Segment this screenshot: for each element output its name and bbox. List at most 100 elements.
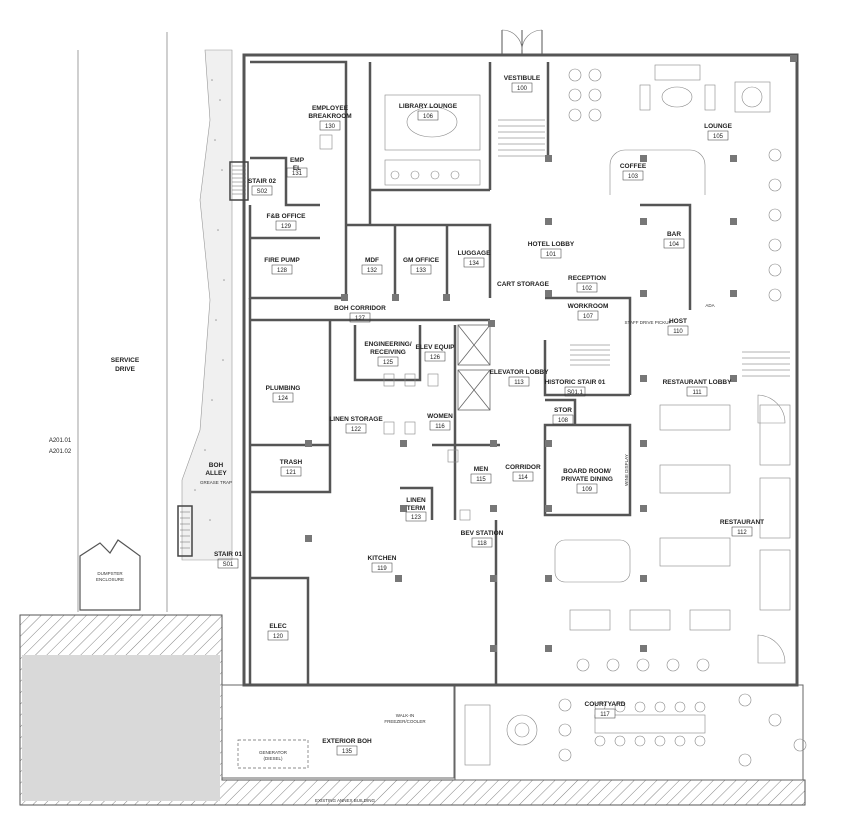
svg-text:105: 105 bbox=[713, 134, 724, 140]
grease-trap-label: GREASE TRAP bbox=[200, 480, 232, 485]
elevator-shafts bbox=[457, 324, 491, 411]
exterior-boh-area bbox=[221, 684, 455, 779]
boh-alley-label-2: ALLEY bbox=[205, 470, 227, 477]
lounge-furniture bbox=[568, 64, 782, 302]
restroom-fixtures bbox=[319, 134, 471, 521]
interior-walls bbox=[248, 60, 692, 685]
room-bar: BAR bbox=[667, 231, 681, 238]
svg-text:129: 129 bbox=[281, 224, 292, 230]
boh-alley-label-1: BOH bbox=[209, 462, 224, 469]
svg-text:126: 126 bbox=[430, 355, 441, 361]
room-labels: VESTIBULE 100 LIBRARY LOUNGE 106 LOUNGE … bbox=[214, 75, 764, 756]
room-workroom: WORKROOM bbox=[568, 303, 609, 310]
svg-text:115: 115 bbox=[476, 477, 486, 483]
historic-stair bbox=[570, 344, 610, 366]
restaurant-lobby-stair bbox=[742, 351, 790, 377]
room-fboffice: F&B OFFICE bbox=[267, 213, 307, 220]
svg-text:113: 113 bbox=[514, 380, 524, 386]
svg-text:114: 114 bbox=[518, 475, 528, 481]
svg-text:ENCLOSURE: ENCLOSURE bbox=[96, 577, 124, 582]
room-linen-term: LINEN bbox=[406, 497, 426, 504]
svg-text:100: 100 bbox=[517, 86, 528, 92]
restaurant-furniture bbox=[554, 394, 791, 672]
courtyard-area bbox=[454, 684, 804, 781]
room-emp-el: EMP bbox=[290, 157, 305, 164]
stair-01 bbox=[177, 505, 193, 557]
svg-text:112: 112 bbox=[737, 530, 747, 536]
vestibule-stair bbox=[498, 119, 545, 157]
room-bev-station: BEV STATION bbox=[461, 530, 504, 537]
columns bbox=[305, 55, 797, 652]
svg-text:S02: S02 bbox=[257, 189, 268, 195]
svg-text:106: 106 bbox=[423, 114, 434, 120]
svg-text:108: 108 bbox=[558, 418, 569, 424]
svg-text:130: 130 bbox=[325, 124, 336, 130]
svg-text:EL: EL bbox=[293, 165, 301, 172]
svg-text:131: 131 bbox=[292, 171, 303, 177]
room-coffee: COFFEE bbox=[620, 163, 647, 170]
room-boh-corridor: BOH CORRIDOR bbox=[334, 305, 386, 312]
svg-text:DUMPSTER: DUMPSTER bbox=[97, 571, 123, 576]
svg-text:119: 119 bbox=[377, 566, 387, 572]
room-kitchen: KITCHEN bbox=[368, 555, 397, 562]
wine-display-label: WINE DISPLAY bbox=[624, 454, 629, 486]
room-hotel-lobby: HOTEL LOBBY bbox=[528, 241, 575, 248]
svg-text:121: 121 bbox=[286, 470, 297, 476]
svg-text:120: 120 bbox=[273, 634, 284, 640]
room-boardroom: BOARD ROOM/ bbox=[563, 468, 611, 475]
svg-text:134: 134 bbox=[469, 261, 480, 267]
room-linen-storage: LINEN STORAGE bbox=[329, 416, 383, 423]
room-mdf: MDF bbox=[365, 257, 379, 264]
svg-text:GENERATOR: GENERATOR bbox=[259, 750, 288, 755]
room-men: MEN bbox=[474, 466, 489, 473]
svg-text:102: 102 bbox=[582, 286, 593, 292]
svg-text:TERM: TERM bbox=[407, 505, 425, 512]
room-lounge: LOUNGE bbox=[704, 123, 732, 130]
svg-text:125: 125 bbox=[383, 360, 394, 366]
room-elev-equip: ELEV EQUIP bbox=[415, 344, 455, 351]
gravel-dots bbox=[194, 79, 225, 521]
ada-label: ADA bbox=[705, 303, 714, 308]
room-corridor: CORRIDOR bbox=[505, 464, 541, 471]
room-breakroom: EMPLOYEE bbox=[312, 105, 349, 112]
room-historic-stair: HISTORIC STAIR 01 bbox=[545, 379, 606, 386]
svg-text:127: 127 bbox=[355, 316, 366, 322]
svg-text:(DIESEL): (DIESEL) bbox=[263, 756, 283, 761]
courtyard-furniture bbox=[464, 693, 807, 767]
svg-text:135: 135 bbox=[342, 749, 353, 755]
staff-pickup-label: STAFF DRIVE PICKUP bbox=[625, 320, 672, 325]
svg-text:RECEIVING: RECEIVING bbox=[370, 349, 406, 356]
svg-text:104: 104 bbox=[669, 242, 680, 248]
room-stair01: STAIR 01 bbox=[214, 551, 242, 558]
room-host: HOST bbox=[669, 318, 687, 325]
svg-text:BREAKROOM: BREAKROOM bbox=[308, 113, 351, 120]
room-reception: RECEPTION bbox=[568, 275, 606, 282]
svg-text:107: 107 bbox=[583, 314, 594, 320]
room-stor: STOR bbox=[554, 407, 572, 414]
service-drive-label-2: DRIVE bbox=[115, 366, 136, 373]
svg-text:132: 132 bbox=[367, 268, 378, 274]
svg-text:109: 109 bbox=[582, 487, 593, 493]
room-elec: ELEC bbox=[269, 623, 287, 630]
svg-text:133: 133 bbox=[416, 268, 427, 274]
section-ref-1: A201.01 bbox=[49, 438, 72, 444]
annex-label: EXISTING ANNEX BUILDING bbox=[315, 798, 376, 803]
section-ref-2: A201.02 bbox=[49, 449, 72, 455]
room-exterior-boh: EXTERIOR BOH bbox=[322, 738, 372, 745]
room-courtyard: COURTYARD bbox=[585, 701, 626, 708]
svg-text:S01: S01 bbox=[223, 562, 234, 568]
room-stair02: STAIR 02 bbox=[248, 178, 276, 185]
room-engineering: ENGINEERING/ bbox=[364, 341, 412, 348]
service-drive-label-1: SERVICE bbox=[111, 357, 140, 364]
svg-text:124: 124 bbox=[278, 396, 289, 402]
room-gmoffice: GM OFFICE bbox=[403, 257, 440, 264]
svg-text:S01.1: S01.1 bbox=[567, 390, 583, 396]
room-firepump: FIRE PUMP bbox=[264, 257, 300, 264]
main-entrance-doors bbox=[501, 29, 543, 55]
svg-text:103: 103 bbox=[628, 174, 639, 180]
svg-text:118: 118 bbox=[477, 541, 487, 547]
svg-text:117: 117 bbox=[600, 712, 610, 718]
walkin-label-1: WALK-IN bbox=[396, 713, 415, 718]
svg-text:111: 111 bbox=[692, 390, 702, 396]
